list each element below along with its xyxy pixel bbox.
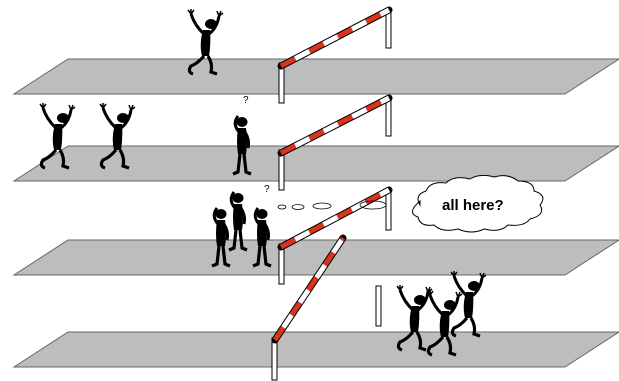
lane-4-barrier-open [271, 234, 382, 381]
lane-2-track [12, 145, 619, 182]
thought-bubble-text: all here? [442, 197, 504, 214]
lane-3-waiting-group: ? [210, 184, 273, 268]
question-mark: ? [264, 184, 270, 195]
thought-bubble-trail [277, 200, 387, 210]
lane-3-barrier-closed [277, 186, 393, 285]
lane-4-track [12, 331, 619, 368]
thought-bubble: all here? [412, 174, 544, 233]
lane-2-confused-figure: ? [231, 95, 253, 176]
question-mark: ? [243, 95, 249, 106]
lane-3-track [12, 239, 619, 276]
lane-1-barrier-closed [277, 6, 393, 104]
lane-1-track [12, 58, 619, 95]
lane-2-barrier-closed [277, 94, 393, 191]
